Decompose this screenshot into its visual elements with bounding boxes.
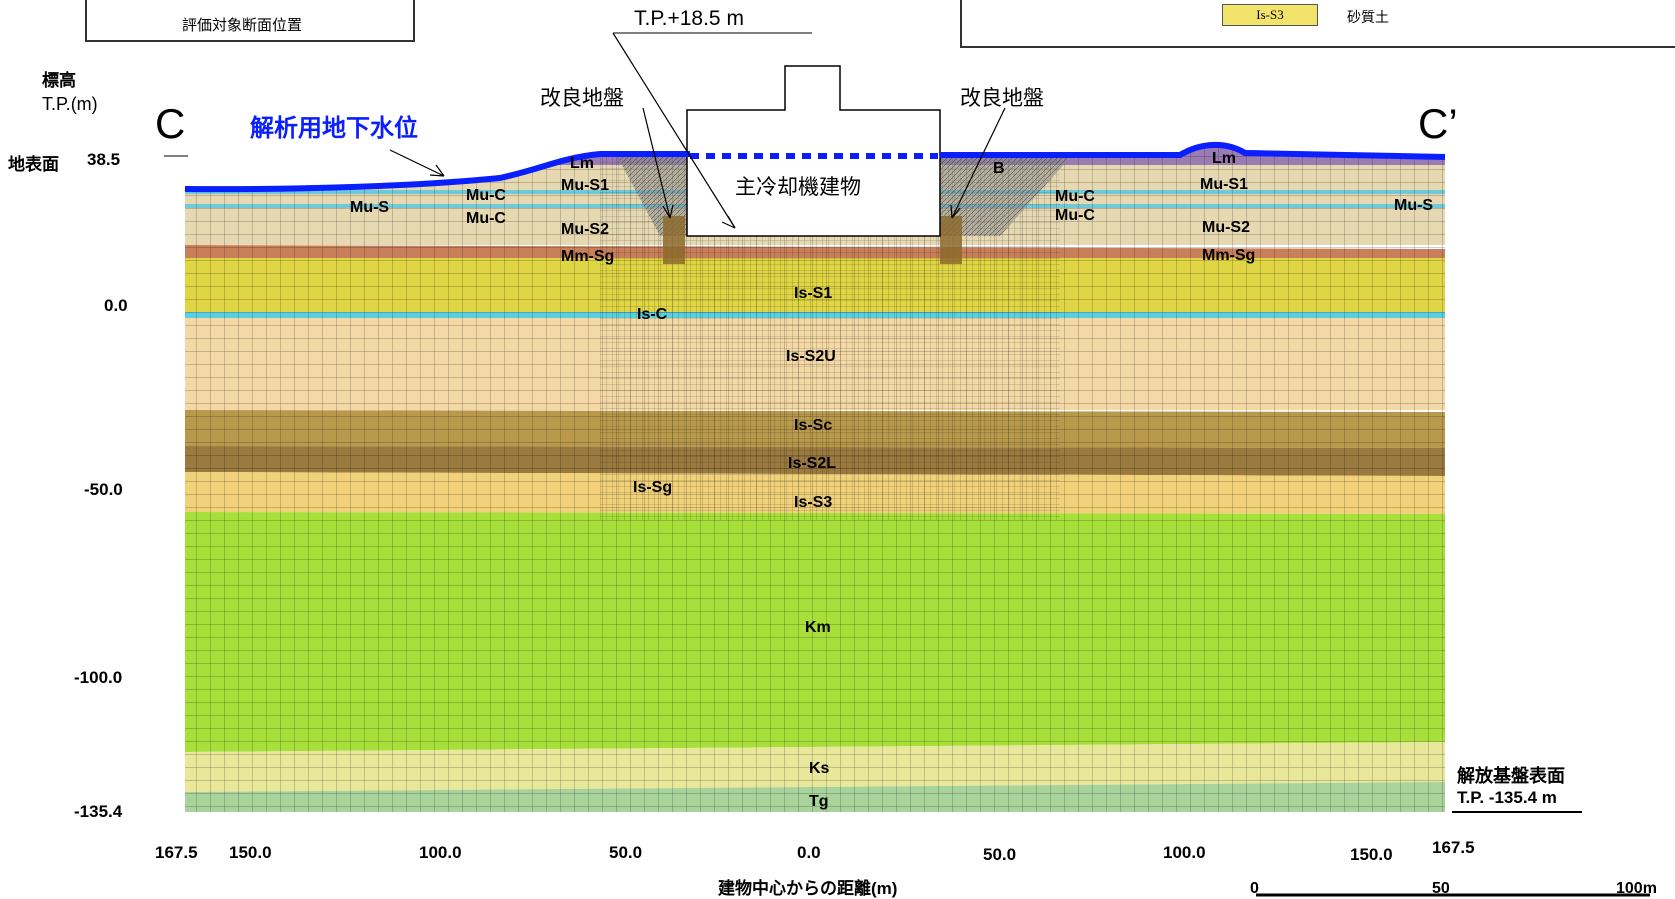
scale-tick-0: 0 [1250, 880, 1259, 897]
label-lm-right: Lm [1212, 150, 1236, 167]
building-outline [686, 65, 941, 237]
y-tick-minus135: -135.4 [74, 802, 123, 821]
label-lm-left: Lm [570, 155, 594, 172]
label-mu-c2-right: Mu-C [1055, 207, 1095, 224]
legend-swatch-is-s3: Is-S3 [1222, 4, 1318, 26]
x-tick-right-150: 150.0 [1350, 845, 1393, 864]
section-marker-left: C [155, 100, 185, 147]
label-is-s2l: Is-S2L [788, 455, 836, 472]
label-mu-s1-right: Mu-S1 [1200, 176, 1248, 193]
y-tick-minus50: -50.0 [84, 480, 123, 499]
section-marker-right: C’ [1418, 100, 1458, 147]
groundwater-line [184, 141, 1446, 193]
improved-left-arrow [642, 107, 671, 219]
base-value: T.P. -135.4 m [1457, 788, 1557, 807]
label-is-s3: Is-S3 [794, 494, 832, 511]
base-title: 解放基盤表面 [1457, 766, 1565, 786]
label-is-s2u: Is-S2U [786, 348, 836, 365]
x-tick-left-100: 100.0 [419, 843, 462, 862]
label-mm-sg-right: Mm-Sg [1202, 247, 1255, 264]
label-mu-c1-left: Mu-C [466, 187, 506, 204]
x-axis-title: 建物中心からの距離(m) [718, 879, 898, 898]
y-axis-title: 標高 [42, 71, 76, 90]
label-mu-s-right: Mu-S [1394, 197, 1433, 214]
x-tick-right-end: 167.5 [1432, 838, 1475, 857]
location-box-label: 評価対象断面位置 [182, 17, 303, 34]
x-tick-right-100: 100.0 [1163, 843, 1206, 862]
tp-top-label: T.P.+18.5 m [634, 7, 744, 30]
label-mu-c2-left: Mu-C [466, 210, 506, 227]
label-km: Km [805, 619, 831, 636]
soil-layers [185, 141, 1445, 812]
label-mu-s2-left: Mu-S2 [561, 221, 609, 238]
y-axis-unit: T.P.(m) [42, 94, 98, 114]
label-is-sg: Is-Sg [633, 479, 672, 496]
label-mu-c1-right: Mu-C [1055, 188, 1095, 205]
label-mu-s2-right: Mu-S2 [1202, 219, 1250, 236]
legend-desc: 砂質土 [1347, 9, 1389, 25]
x-tick-left-50: 50.0 [609, 843, 643, 862]
label-ks: Ks [809, 760, 830, 777]
groundwater-label: 解析用地下水位 [250, 114, 418, 142]
y-tick-minus100: -100.0 [74, 668, 123, 687]
label-is-c: Is-C [637, 306, 668, 323]
y-tick-38: 38.5 [87, 150, 121, 169]
improved-ground-left [663, 216, 685, 264]
x-tick-left-150: 150.0 [229, 843, 272, 862]
label-b: B [993, 160, 1005, 177]
base-underline [1452, 811, 1582, 813]
surface-label: 地表面 [8, 155, 59, 174]
scale-tick-100: 100m [1616, 880, 1657, 897]
building-label: 主冷却機建物 [735, 176, 861, 199]
label-is-sc: Is-Sc [794, 417, 832, 434]
label-is-s1: Is-S1 [794, 285, 832, 302]
groundwater-arrow [389, 149, 445, 177]
x-tick-left-end: 167.5 [155, 843, 198, 862]
label-mm-sg-left: Mm-Sg [561, 248, 614, 265]
label-tg: Tg [809, 793, 829, 810]
x-tick-center: 0.0 [797, 843, 821, 862]
location-box: 評価対象断面位置 [85, 0, 415, 42]
improved-right-arrow [951, 107, 1006, 219]
legend-box: Is-S3 砂質土 [960, 0, 1675, 48]
improved-ground-right-label: 改良地盤 [960, 87, 1044, 110]
scale-tick-50: 50 [1432, 880, 1450, 897]
improved-ground-left-label: 改良地盤 [540, 87, 624, 110]
label-mu-s1-left: Mu-S1 [561, 177, 609, 194]
improved-ground-right [940, 216, 962, 264]
x-tick-right-50: 50.0 [983, 845, 1017, 864]
y-tick-0: 0.0 [104, 296, 128, 315]
label-mu-s-left: Mu-S [350, 199, 389, 216]
